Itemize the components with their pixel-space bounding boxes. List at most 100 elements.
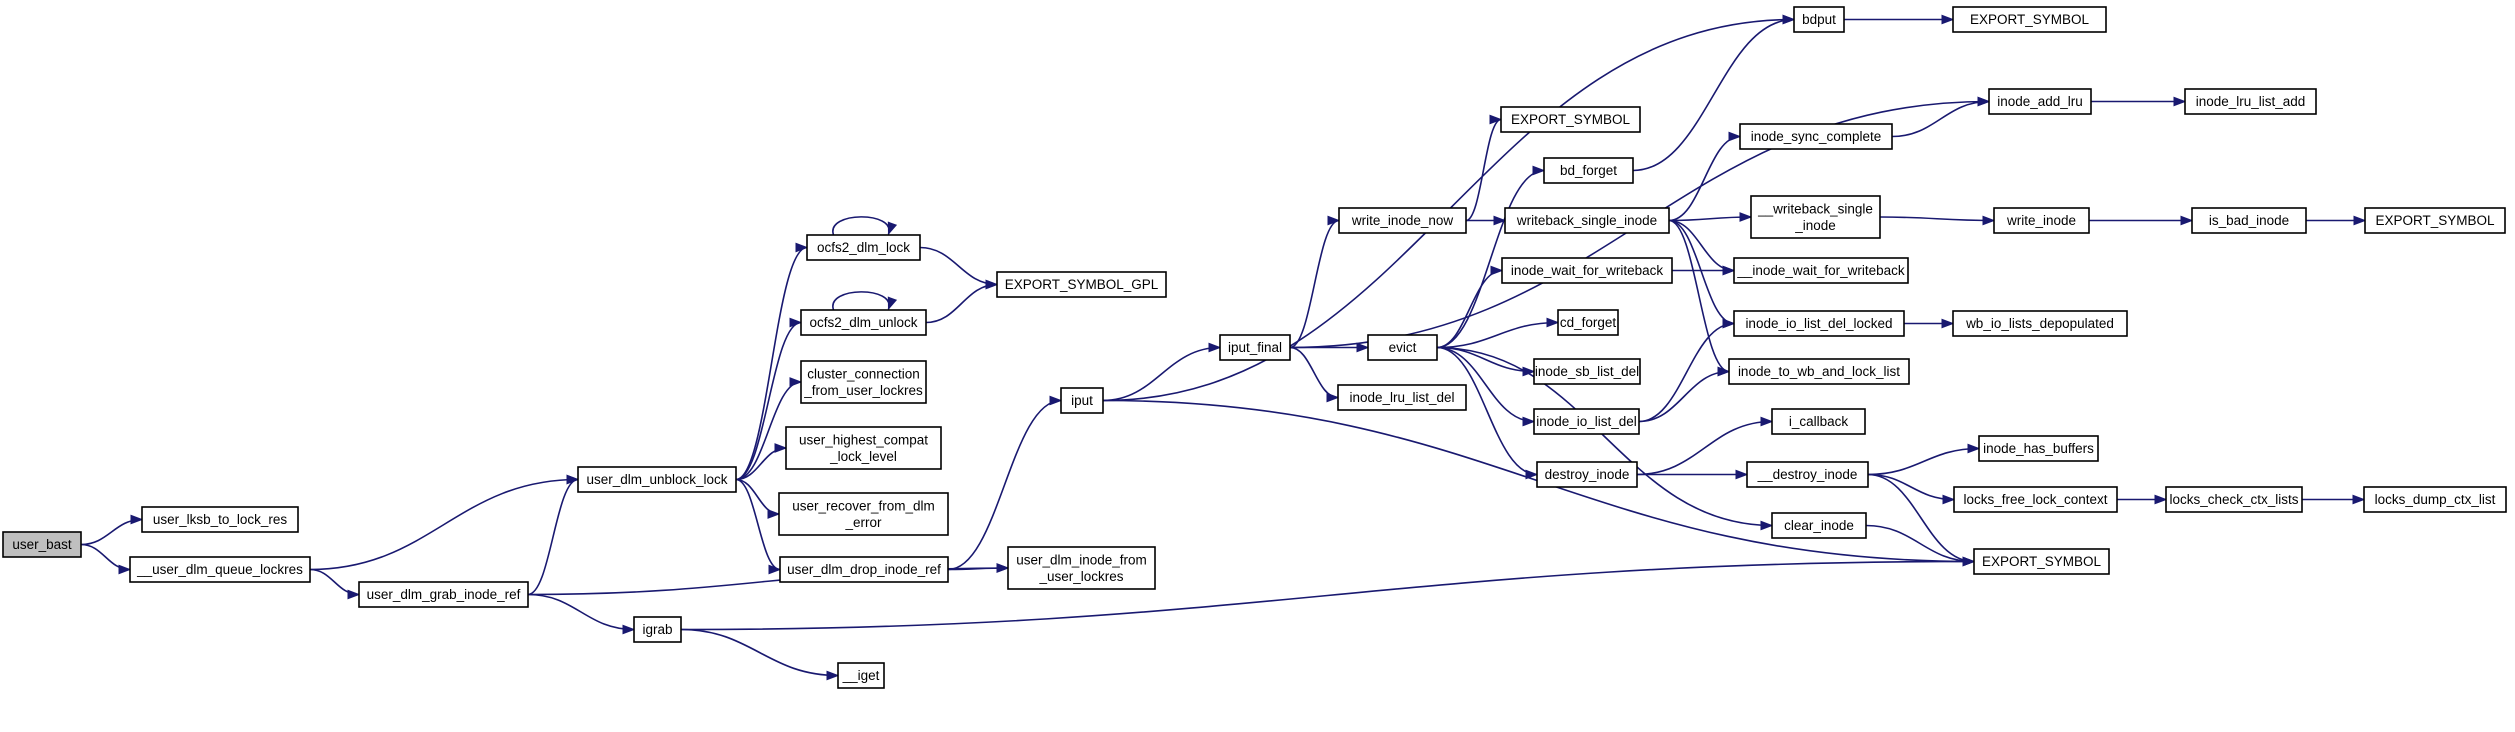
node-label: iput_final bbox=[1228, 340, 1282, 355]
node-EXPORT-SYMBOL-GPL[interactable]: EXPORT_SYMBOL_GPL bbox=[996, 271, 1167, 298]
edge-write-inode-now-to-EXPORT-SYMBOL-a bbox=[1465, 118, 1502, 222]
node-inode-sync-complete[interactable]: inode_sync_complete bbox=[1739, 123, 1893, 150]
node-write-inode[interactable]: write_inode bbox=[1993, 207, 2090, 234]
node-label: inode_has_buffers bbox=[1983, 441, 2094, 456]
node-writeback-single-inode[interactable]: writeback_single_inode bbox=[1504, 207, 1670, 234]
node-box bbox=[778, 492, 949, 536]
node-wb-io-lists-depopulated[interactable]: wb_io_lists_depopulated bbox=[1952, 310, 2128, 337]
edge-user-dlm-unblock-lock-to-user-highest-compat-lock-level-arrowhead bbox=[774, 443, 788, 453]
node-user-recover-from-dlm-error[interactable]: user_recover_from_dlm _error bbox=[778, 492, 949, 536]
edge-user-dlm-grab-inode-ref-to-igrab-arrowhead bbox=[622, 624, 636, 635]
node-inode-wait-for-writeback[interactable]: inode_wait_for_writeback bbox=[1501, 257, 1673, 284]
node-label: wb_io_lists_depopulated bbox=[1965, 316, 2114, 331]
node-label: locks_free_lock_context bbox=[1963, 492, 2107, 507]
node-iput[interactable]: iput bbox=[1060, 387, 1104, 414]
node-box bbox=[1500, 106, 1641, 133]
edge---destroy-inode-to-locks-free-lock-context-arrowhead bbox=[1942, 494, 1956, 505]
node---user-dlm-queue-lockres[interactable]: __user_dlm_queue_lockres bbox=[129, 556, 311, 583]
node-cd-forget[interactable]: cd_forget bbox=[1557, 309, 1619, 336]
node-EXPORT-SYMBOL-a[interactable]: EXPORT_SYMBOL bbox=[1500, 106, 1641, 133]
node-label: cd_forget bbox=[1560, 315, 1617, 330]
node-inode-io-list-del[interactable]: inode_io_list_del bbox=[1533, 408, 1640, 435]
node---iget[interactable]: __iget bbox=[837, 662, 885, 689]
node-cluster-connection-from-user-lockres[interactable]: cluster_connection_from_user_lockres bbox=[800, 360, 927, 404]
node-inode-io-list-del-locked[interactable]: inode_io_list_del_locked bbox=[1733, 310, 1905, 337]
node-bd-forget[interactable]: bd_forget bbox=[1543, 157, 1634, 184]
node-label: inode_sb_list_del bbox=[1535, 364, 1639, 379]
node-label: user_recover_from_dlm bbox=[792, 498, 935, 513]
node-label: EXPORT_SYMBOL bbox=[1982, 554, 2102, 569]
edge-inode-sync-complete-to-inode-add-lru bbox=[1891, 100, 1990, 138]
node-label: __user_dlm_queue_lockres bbox=[136, 562, 303, 577]
edge---destroy-inode-to-inode-has-buffers-arrowhead bbox=[1967, 443, 1981, 454]
edge-evict-to-destroy-inode bbox=[1436, 346, 1538, 476]
node-inode-lru-list-del[interactable]: inode_lru_list_del bbox=[1337, 384, 1467, 411]
node-inode-lru-list-add[interactable]: inode_lru_list_add bbox=[2184, 88, 2317, 115]
node-EXPORT-SYMBOL-c[interactable]: EXPORT_SYMBOL bbox=[2364, 207, 2506, 234]
node-locks-free-lock-context[interactable]: locks_free_lock_context bbox=[1953, 486, 2118, 513]
node-clear-inode[interactable]: clear_inode bbox=[1771, 512, 1867, 539]
node-label: _inode bbox=[1794, 218, 1836, 233]
node-user-dlm-drop-inode-ref[interactable]: user_dlm_drop_inode_ref bbox=[779, 556, 949, 583]
node-i-callback[interactable]: i_callback bbox=[1771, 408, 1866, 435]
node-user-highest-compat-lock-level[interactable]: user_highest_compat_lock_level bbox=[785, 426, 942, 470]
edge-ocfs2-dlm-unlock-to-EXPORT-SYMBOL-GPL bbox=[925, 283, 998, 324]
edge-bd-forget-to-bdput bbox=[1632, 18, 1795, 172]
node-inode-add-lru[interactable]: inode_add_lru bbox=[1988, 88, 2092, 115]
node-user-dlm-grab-inode-ref[interactable]: user_dlm_grab_inode_ref bbox=[358, 581, 529, 608]
node-label: inode_add_lru bbox=[1997, 94, 2083, 109]
node-box bbox=[633, 616, 682, 643]
node-destroy-inode[interactable]: destroy_inode bbox=[1536, 461, 1638, 488]
node-box bbox=[1793, 6, 1845, 33]
edge-iput-final-to-evict-arrowhead bbox=[1356, 342, 1370, 353]
node-label: _error bbox=[844, 515, 882, 530]
edge-evict-to-inode-wait-for-writeback bbox=[1436, 269, 1503, 349]
node-EXPORT-SYMBOL-d[interactable]: EXPORT_SYMBOL bbox=[1973, 548, 2110, 575]
node-EXPORT-SYMBOL-b[interactable]: EXPORT_SYMBOL bbox=[1952, 6, 2107, 33]
edge-user-dlm-drop-inode-ref-to-user-dlm-inode-from-user-lockres-arrowhead bbox=[996, 563, 1010, 573]
node-igrab[interactable]: igrab bbox=[633, 616, 682, 643]
edge-writeback-single-inode-to-inode-to-wb-and-lock-list bbox=[1668, 219, 1730, 373]
edge-user-dlm-unblock-lock-to-user-dlm-drop-inode-ref-arrowhead bbox=[768, 564, 782, 575]
edge-ocfs2-dlm-lock-to-EXPORT-SYMBOL-GPL bbox=[919, 246, 998, 286]
node---destroy-inode[interactable]: __destroy_inode bbox=[1746, 461, 1869, 488]
edge-user-dlm-drop-inode-ref-to-iput bbox=[947, 399, 1062, 571]
node-box bbox=[1953, 486, 2118, 513]
node-label: user_lksb_to_lock_res bbox=[153, 512, 288, 527]
node-user-lksb-to-lock-res[interactable]: user_lksb_to_lock_res bbox=[141, 506, 299, 533]
node-label: EXPORT_SYMBOL_GPL bbox=[1005, 277, 1159, 292]
node-ocfs2-dlm-lock[interactable]: ocfs2_dlm_lock bbox=[806, 234, 921, 261]
node-evict[interactable]: evict bbox=[1367, 334, 1438, 361]
edge-evict-to-destroy-inode-arrowhead bbox=[1525, 469, 1539, 480]
node-is-bad-inode[interactable]: is_bad_inode bbox=[2191, 207, 2307, 234]
edge-inode-io-list-del-to-inode-io-list-del-locked-arrowhead bbox=[1722, 318, 1736, 329]
edge---writeback-single-inode-to-write-inode bbox=[1879, 216, 1995, 222]
node-inode-to-wb-and-lock-list[interactable]: inode_to_wb_and_lock_list bbox=[1728, 358, 1910, 385]
node---inode-wait-for-writeback[interactable]: __inode_wait_for_writeback bbox=[1733, 257, 1909, 284]
node-box bbox=[2184, 88, 2317, 115]
node-user-dlm-inode-from-user-lockres[interactable]: user_dlm_inode_from_user_lockres bbox=[1007, 546, 1156, 590]
edge-writeback-single-inode-to-inode-io-list-del-locked bbox=[1668, 219, 1735, 325]
node-iput-final[interactable]: iput_final bbox=[1219, 334, 1291, 361]
node-box bbox=[1978, 435, 2099, 462]
edge-ocfs2-dlm-lock-to-ocfs2-dlm-lock-arrowhead bbox=[887, 221, 898, 236]
node-inode-has-buffers[interactable]: inode_has_buffers bbox=[1978, 435, 2099, 462]
node-label: user_dlm_unblock_lock bbox=[586, 472, 727, 487]
node-label: __destroy_inode bbox=[1757, 467, 1858, 482]
node-user-bast[interactable]: user_bast bbox=[2, 531, 82, 558]
node-bdput[interactable]: bdput bbox=[1793, 6, 1845, 33]
node-ocfs2-dlm-unlock[interactable]: ocfs2_dlm_unlock bbox=[800, 309, 927, 336]
node-locks-check-ctx-lists[interactable]: locks_check_ctx_lists bbox=[2165, 486, 2303, 513]
node-write-inode-now[interactable]: write_inode_now bbox=[1338, 207, 1467, 234]
node---writeback-single-inode[interactable]: __writeback_single_inode bbox=[1750, 195, 1881, 239]
edge-evict-to-inode-io-list-del bbox=[1436, 346, 1535, 423]
node-box bbox=[785, 426, 942, 470]
node-box bbox=[1750, 195, 1881, 239]
node-box bbox=[1007, 546, 1156, 590]
edge-user-dlm-drop-inode-ref-to-iput-arrowhead bbox=[1049, 395, 1063, 406]
edge-inode-io-list-del-to-inode-to-wb-and-lock-list bbox=[1638, 370, 1730, 423]
node-locks-dump-ctx-list[interactable]: locks_dump_ctx_list bbox=[2363, 486, 2507, 513]
node-inode-sb-list-del[interactable]: inode_sb_list_del bbox=[1533, 358, 1641, 385]
node-user-dlm-unblock-lock[interactable]: user_dlm_unblock_lock bbox=[577, 466, 737, 493]
edge-evict-to-inode-wait-for-writeback-arrowhead bbox=[1490, 265, 1504, 276]
